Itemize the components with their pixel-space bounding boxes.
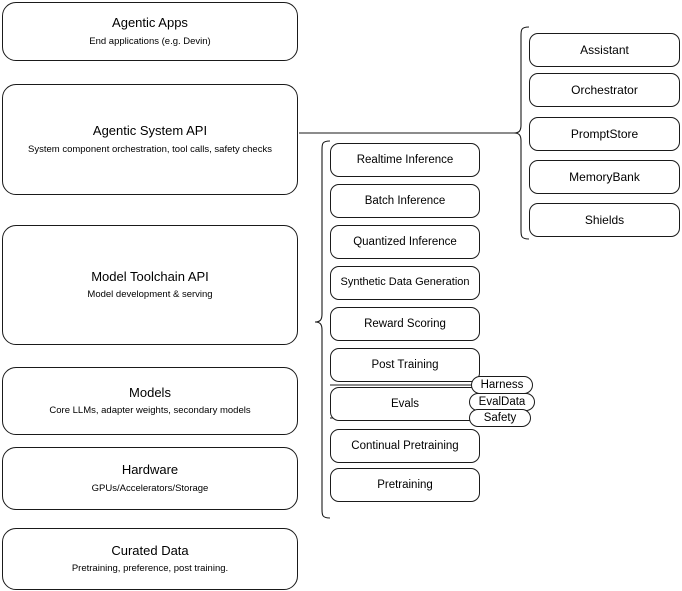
system-component-orchestrator[interactable]: Orchestrator [529,73,680,107]
system-component-label: Orchestrator [571,82,638,97]
layer-subtitle: Pretraining, preference, post training. [71,563,229,575]
layer-agentic-apps[interactable]: Agentic Apps End applications (e.g. Devi… [2,2,298,61]
layer-subtitle: GPUs/Accelerators/Storage [91,482,209,494]
capability-quantized-inference[interactable]: Quantized Inference [330,225,480,259]
system-component-shields[interactable]: Shields [529,203,680,237]
capability-label: Evals [390,397,420,410]
layer-subtitle: Model development & serving [87,289,213,301]
evals-tag-safety[interactable]: Safety [469,409,531,427]
layer-title: Agentic Apps [112,15,188,31]
capability-label: Continual Pretraining [351,439,459,452]
capability-label: Post Training [371,358,439,371]
capability-realtime-inference[interactable]: Realtime Inference [330,143,480,177]
layer-agentic-system-api[interactable]: Agentic System API System component orch… [2,84,298,195]
layer-curated-data[interactable]: Curated Data Pretraining, preference, po… [2,528,298,590]
layer-title: Hardware [121,462,179,478]
layer-title: Agentic System API [92,123,208,139]
capability-label: Reward Scoring [364,317,446,330]
capability-pretraining[interactable]: Pretraining [330,468,480,502]
system-component-label: MemoryBank [569,169,640,184]
capability-label: Synthetic Data Generation [340,276,470,289]
capability-batch-inference[interactable]: Batch Inference [330,184,480,218]
layer-subtitle: End applications (e.g. Devin) [89,35,211,47]
system-component-promptstore[interactable]: PromptStore [529,117,680,151]
bracket-system-components [513,26,530,240]
layer-models[interactable]: Models Core LLMs, adapter weights, secon… [2,367,298,435]
capability-reward-scoring[interactable]: Reward Scoring [330,307,480,341]
capability-evals[interactable]: Evals [330,387,480,421]
capability-label: Realtime Inference [356,153,454,166]
system-component-label: Shields [584,212,625,227]
bracket-toolchain-capabilities [314,140,331,519]
system-component-assistant[interactable]: Assistant [529,33,680,67]
system-component-label: PromptStore [570,126,639,141]
layer-title: Models [129,384,171,400]
layer-title: Curated Data [111,542,189,558]
layer-subtitle: System component orchestration, tool cal… [28,143,272,155]
capability-synthetic-data-generation[interactable]: Synthetic Data Generation [330,266,480,300]
layer-hardware[interactable]: Hardware GPUs/Accelerators/Storage [2,447,298,510]
layer-model-toolchain-api[interactable]: Model Toolchain API Model development & … [2,225,298,345]
capability-label: Quantized Inference [353,235,457,248]
capability-post-training[interactable]: Post Training [330,348,480,382]
system-component-label: Assistant [580,42,629,57]
capability-continual-pretraining[interactable]: Continual Pretraining [330,429,480,463]
layer-title: Model Toolchain API [91,268,209,284]
capability-label: Batch Inference [364,194,446,207]
system-component-memorybank[interactable]: MemoryBank [529,160,680,194]
evals-tag-harness[interactable]: Harness [471,376,533,394]
layer-subtitle: Core LLMs, adapter weights, secondary mo… [49,405,251,417]
capability-label: Pretraining [377,478,433,491]
